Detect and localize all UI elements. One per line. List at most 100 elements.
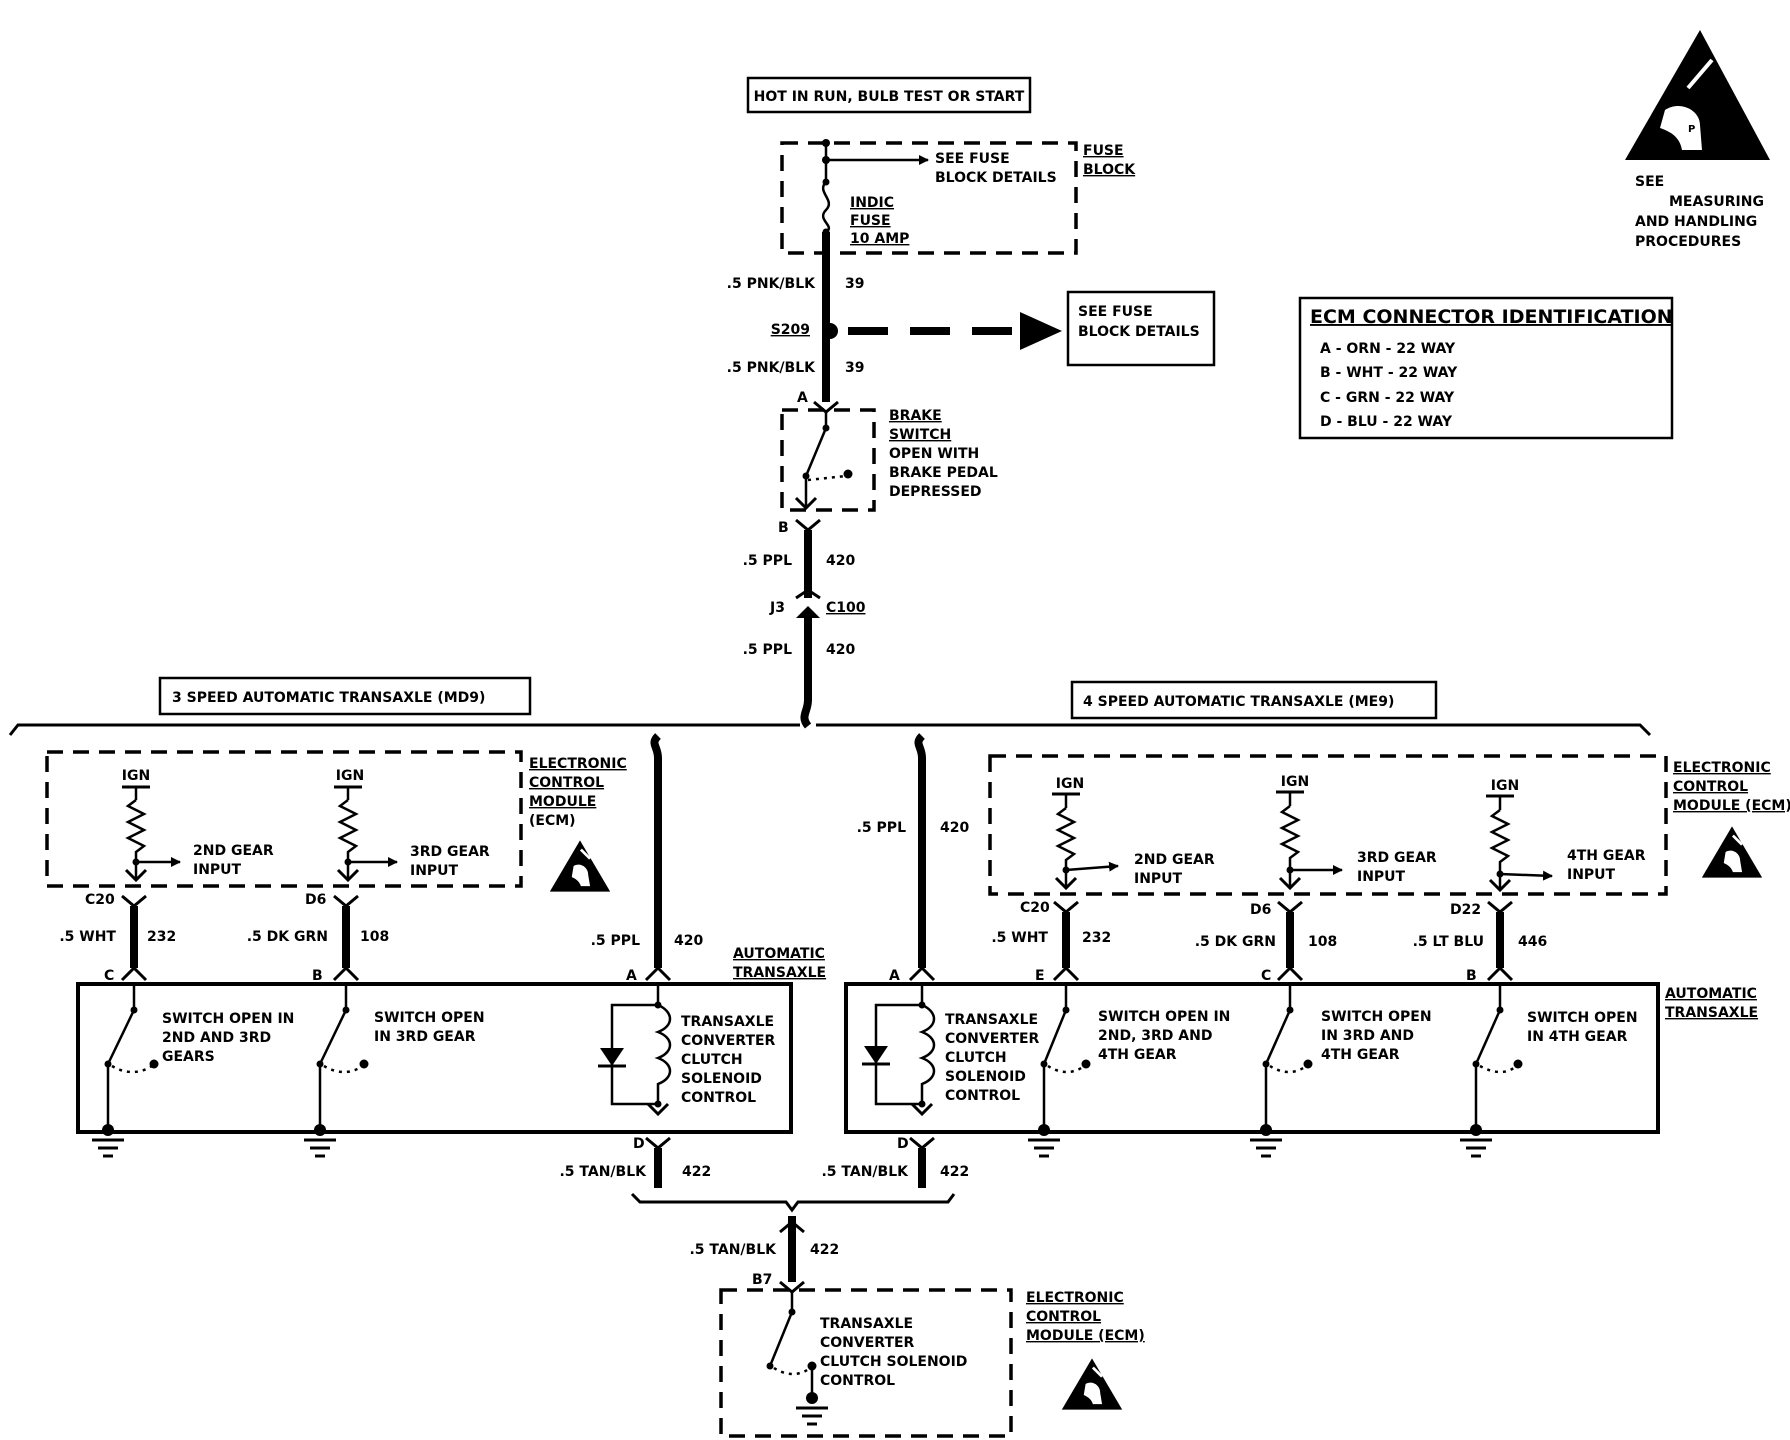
left-transaxle-box — [76, 982, 793, 1134]
right-auto-2: TRANSAXLE — [1665, 1005, 1758, 1021]
wire-39-upper-num: 39 — [845, 276, 864, 292]
left-resistor-d6 — [334, 785, 398, 883]
left-tcc-4: SOLENOID — [681, 1071, 762, 1087]
right-esd-icon — [1700, 825, 1764, 879]
transaxle-split-bracket — [8, 723, 1652, 737]
hot-in-run-label: HOT IN RUN, BULB TEST OR START — [754, 89, 1025, 105]
right-d6: D6 — [1250, 902, 1271, 918]
bottom-esd-icon — [1060, 1357, 1124, 1411]
right-resistor-c20 — [1052, 792, 1119, 891]
left-title-box — [158, 676, 532, 716]
left-g2-1: 2ND GEAR — [193, 843, 274, 859]
brake-switch-3: OPEN WITH — [889, 446, 979, 462]
left-esd-icon — [548, 839, 612, 893]
ecm-connector-box — [1298, 296, 1674, 440]
left-g3-1: 3RD GEAR — [410, 844, 490, 860]
right-w-tan: .5 TAN/BLK — [821, 1164, 909, 1180]
left-ecm-2: CONTROL — [529, 775, 604, 791]
splice-arrow-head — [1020, 312, 1062, 350]
brake-switch-outline — [780, 408, 876, 512]
conn-j3: J3 — [769, 600, 785, 616]
wire-39-upper-size: .5 PNK/BLK — [727, 276, 816, 292]
splice-s209 — [822, 323, 838, 339]
bottom-ecm-switch — [768, 1311, 794, 1367]
left-sw2-1: SWITCH OPEN — [374, 1010, 485, 1026]
left-resistor-c20 — [122, 785, 181, 883]
brake-switch-5: DEPRESSED — [889, 484, 982, 500]
left-ecm-1: ELECTRONIC — [529, 756, 627, 772]
right-sw2-3: 4TH GEAR — [1321, 1047, 1400, 1063]
left-w-tan: .5 TAN/BLK — [559, 1164, 647, 1180]
esd-warning-icon: P — [1625, 30, 1770, 160]
right-switch-1 — [1040, 984, 1091, 1130]
brake-switch-1: BRAKE — [889, 408, 942, 424]
right-transaxle-box — [844, 982, 1660, 1134]
right-g4-1: 4TH GEAR — [1567, 848, 1646, 864]
left-g2-2: INPUT — [193, 862, 242, 878]
left-ign-1: IGN — [122, 768, 150, 784]
bottom-b7: B7 — [752, 1272, 772, 1288]
left-pin-d: D — [633, 1136, 645, 1152]
brake-pin-b: B — [778, 520, 789, 536]
right-switch-2 — [1262, 984, 1313, 1130]
right-sw2-2: IN 3RD AND — [1321, 1028, 1414, 1044]
left-w-wht: .5 WHT — [59, 929, 116, 945]
right-n108: 108 — [1308, 934, 1337, 950]
right-ecm-3: MODULE (ECM) — [1673, 798, 1790, 814]
right-g4-2: INPUT — [1567, 867, 1616, 883]
right-n420: 420 — [940, 820, 969, 836]
right-switch-3 — [1472, 984, 1523, 1130]
right-pin-a: A — [889, 968, 900, 984]
left-tcc-5: CONTROL — [681, 1090, 756, 1106]
ecm-connector-row-a: A - ORN - 22 WAY — [1320, 341, 1456, 357]
right-sw1-1: SWITCH OPEN IN — [1098, 1009, 1230, 1025]
right-ecm-1: ELECTRONIC — [1673, 760, 1771, 776]
right-pin-c: C — [1261, 968, 1271, 984]
right-ign-2: IGN — [1281, 774, 1309, 790]
right-g2-1: 2ND GEAR — [1134, 852, 1215, 868]
splice-see-fuse-box — [1066, 290, 1216, 367]
wire-39-lower-size: .5 PNK/BLK — [727, 360, 816, 376]
bottom-tcc-3: CLUTCH SOLENOID — [820, 1354, 967, 1370]
bottom-ground-icon — [794, 1406, 830, 1426]
right-resistor-d6 — [1276, 790, 1343, 891]
right-auto-1: AUTOMATIC — [1665, 986, 1757, 1002]
left-switch-1 — [104, 984, 159, 1130]
left-ground-icon-2 — [302, 1138, 338, 1158]
left-g3-2: INPUT — [410, 863, 459, 879]
fuse-see-details-2: BLOCK DETAILS — [935, 170, 1057, 186]
bottom-ecm-outline — [719, 1288, 1013, 1438]
right-sw3-2: IN 4TH GEAR — [1527, 1029, 1628, 1045]
ecm-connector-title: ECM CONNECTOR IDENTIFICATION — [1310, 306, 1673, 328]
left-n422: 422 — [682, 1164, 711, 1180]
right-sw1-3: 4TH GEAR — [1098, 1047, 1177, 1063]
right-g3-1: 3RD GEAR — [1357, 850, 1437, 866]
indic-fuse-symbol — [821, 181, 831, 234]
bottom-tcc-4: CONTROL — [820, 1373, 895, 1389]
bottom-tcc-1: TRANSAXLE — [820, 1316, 913, 1332]
fuse-label-1: INDIC — [850, 195, 894, 211]
right-tcc-3: CLUTCH — [945, 1050, 1007, 1066]
right-tcc-1: TRANSAXLE — [945, 1012, 1038, 1028]
right-ign-1: IGN — [1056, 776, 1084, 792]
left-ign-2: IGN — [336, 768, 364, 784]
left-auto-2: TRANSAXLE — [733, 965, 826, 981]
right-g3-2: INPUT — [1357, 869, 1406, 885]
right-n422: 422 — [940, 1164, 969, 1180]
right-w-dkgrn: .5 DK GRN — [1195, 934, 1276, 950]
left-tcc-3: CLUTCH — [681, 1052, 743, 1068]
left-switch-2 — [316, 984, 369, 1130]
right-w-ppl: .5 PPL — [857, 820, 906, 836]
esd-text-2: MEASURING — [1669, 194, 1764, 210]
left-pin-c: C — [104, 968, 114, 984]
ecm-connector-row-d: D - BLU - 22 WAY — [1320, 414, 1453, 430]
right-title: 4 SPEED AUTOMATIC TRANSAXLE (ME9) — [1083, 694, 1394, 710]
right-tcc-5: CONTROL — [945, 1088, 1020, 1104]
left-title: 3 SPEED AUTOMATIC TRANSAXLE (MD9) — [172, 690, 485, 706]
right-sw2-1: SWITCH OPEN — [1321, 1009, 1432, 1025]
left-sw1-2: 2ND AND 3RD — [162, 1030, 271, 1046]
left-n108: 108 — [360, 929, 389, 945]
right-ground-icon-1 — [1026, 1138, 1062, 1158]
right-w-wht: .5 WHT — [991, 930, 1048, 946]
